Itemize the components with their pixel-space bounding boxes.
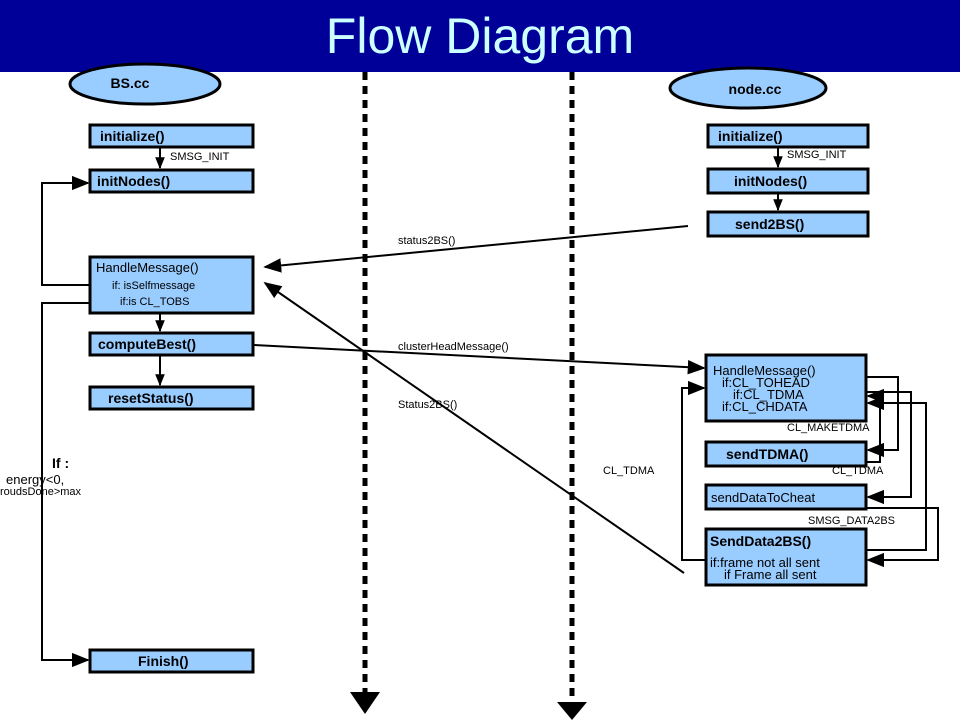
- node-sendtdma-box: [704, 440, 868, 468]
- bs-handlemessage-title: HandleMessage(): [96, 260, 199, 275]
- node-senddata2bs-line1: if:frame not all sent: [710, 555, 820, 570]
- msg-clusterhead-label: clusterHeadMessage(): [398, 341, 509, 353]
- node-senddatatocheat-box: [704, 483, 868, 511]
- node-label: node.cc: [729, 81, 782, 97]
- node-senddatatocheat-label: sendDataToCheat: [711, 490, 815, 505]
- node-cl-tdma-left: CL_TDMA: [603, 465, 655, 477]
- node-initialize-box: [706, 123, 870, 149]
- bs-loop-initnodes: [41, 175, 90, 286]
- bs-initnodes-label: initNodes(): [97, 173, 170, 189]
- bs-ellipse: [68, 62, 222, 106]
- node-send2bs-label: send2BS(): [735, 216, 804, 232]
- lifeline-left-arrowhead: [350, 692, 380, 714]
- node-handlemessage-line3: if:CL_CHDATA: [722, 399, 808, 414]
- bs-label: BS.cc: [111, 75, 150, 91]
- page-title: Flow Diagram: [325, 8, 635, 64]
- bs-computebest-box: [88, 331, 255, 357]
- node-loop-cl-tdma: [681, 380, 706, 561]
- bs-handlemessage-line2: if:is CL_TOBS: [120, 296, 190, 308]
- msg-status2bs-label: status2BS(): [398, 235, 455, 247]
- msg-clusterhead: [252, 344, 706, 375]
- bs-computebest-label: computeBest(): [98, 336, 196, 352]
- msg-status2bs-back: [263, 281, 685, 574]
- node-handlemessage-title: HandleMessage(): [713, 363, 816, 378]
- node-loop-sendcheat-senddata2bs: [866, 507, 939, 568]
- bs-initialize-label: initialize(): [100, 128, 165, 144]
- msg-status2bs-back-label: Status2BS(): [398, 399, 457, 411]
- header-bar: Flow Diagram: [0, 0, 960, 72]
- node-senddata2bs-title: SendData2BS(): [710, 533, 811, 549]
- node-loop-handle-senddata: [866, 391, 912, 505]
- node-cl-maketdma: CL_MAKETDMA: [787, 422, 870, 434]
- node-senddata2bs-line2: if Frame all sent: [724, 567, 817, 582]
- bs-resetstatus-label: resetStatus(): [108, 390, 194, 406]
- bs-resetstatus-box: [88, 385, 255, 411]
- bs-loop-finish: [41, 302, 90, 668]
- bs-finish-box: [88, 648, 255, 674]
- node-senddata2bs-box: [704, 527, 868, 587]
- node-initnodes-box: [706, 167, 870, 195]
- node-loop-handle-sendtdma: [866, 376, 899, 458]
- node-sendtdma-label: sendTDMA(): [726, 446, 808, 462]
- bs-smsg-init: SMSG_INIT: [170, 151, 230, 163]
- cond-energy: energy<0,: [6, 472, 64, 487]
- node-ellipse: [668, 66, 828, 110]
- node-handlemessage-line1: if:CL_TOHEAD: [722, 375, 810, 390]
- node-initnodes-label: initNodes(): [734, 173, 807, 189]
- node-initialize-label: initialize(): [718, 128, 783, 144]
- bs-handlemessage-line1: if: isSelfmessage: [112, 280, 195, 292]
- cond-rounds: roudsDone>max: [0, 486, 82, 498]
- lifeline-right-arrowhead: [557, 702, 587, 720]
- bs-finish-label: Finish(): [138, 653, 189, 669]
- bs-initialize-box: [88, 123, 255, 149]
- cond-if: If :: [52, 455, 69, 471]
- node-loop-senddata2bs-handle: [866, 395, 927, 551]
- node-cl-tdma-right: CL_TDMA: [832, 465, 884, 477]
- node-handlemessage-box: [704, 353, 868, 423]
- node-send2bs-box: [706, 210, 870, 238]
- bs-initnodes-box: [88, 168, 255, 194]
- node-handlemessage-line2: if:CL_TDMA: [733, 387, 804, 402]
- node-smsg-init: SMSG_INIT: [787, 149, 847, 161]
- msg-status2bs: [263, 225, 689, 273]
- bs-handlemessage-box: [88, 255, 255, 315]
- node-smsg-data2bs: SMSG_DATA2BS: [808, 515, 895, 527]
